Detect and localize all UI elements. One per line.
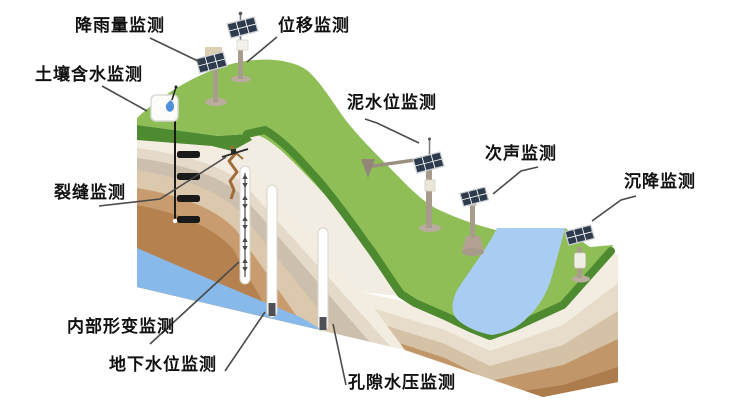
slope-cut-face xyxy=(232,132,398,296)
pore-pressure-borehole xyxy=(317,227,329,332)
mud-level-station xyxy=(361,137,445,232)
label-displacement: 位移监测 xyxy=(278,16,350,36)
label-infrasound: 次声监测 xyxy=(485,144,557,164)
leader-settlement xyxy=(591,195,637,222)
displacement-station xyxy=(226,11,259,83)
turf-edge-hill xyxy=(137,125,252,151)
label-internal-deformation: 内部形变监测 xyxy=(67,317,175,337)
leader-crack xyxy=(98,156,227,207)
rainfall-station xyxy=(195,47,228,106)
label-pore-pressure: 孔隙水压监测 xyxy=(348,373,456,393)
label-groundwater-level: 地下水位监测 xyxy=(109,355,217,375)
leader-infrasound xyxy=(492,166,539,195)
leader-soil-moisture xyxy=(101,85,148,112)
mud-sensor-icon xyxy=(361,159,375,178)
moisture-sensor-icon xyxy=(165,100,175,112)
leader-pore-pressure xyxy=(332,323,347,386)
label-soil-moisture: 土壤含水监测 xyxy=(35,65,143,85)
solar-panel-icon xyxy=(564,224,596,246)
solar-panel-icon xyxy=(412,151,445,174)
infrasound-station xyxy=(459,186,490,256)
turf-edge-slope-valley xyxy=(243,126,615,340)
crack-meter xyxy=(221,145,249,200)
leader-lines xyxy=(98,36,637,386)
soil-moisture-logger xyxy=(150,85,179,122)
label-crack: 裂缝监测 xyxy=(54,183,126,203)
label-mud-level: 泥水位监测 xyxy=(347,93,437,113)
leader-mud-level xyxy=(364,118,420,144)
label-settlement: 沉降监测 xyxy=(624,172,696,192)
river xyxy=(452,228,565,335)
leader-rainfall xyxy=(149,37,201,63)
leader-groundwater-level xyxy=(224,311,266,372)
label-rainfall: 降雨量监测 xyxy=(75,16,165,36)
water-level-borehole xyxy=(266,184,278,318)
solar-panel-icon xyxy=(459,186,490,207)
inclinometer-borehole xyxy=(239,165,251,285)
settlement-station xyxy=(564,224,596,283)
leader-internal-deformation xyxy=(149,261,240,345)
solar-panel-icon xyxy=(226,16,259,39)
antenna-icon xyxy=(171,86,177,101)
leader-displacement xyxy=(246,36,278,63)
settlement-sensor-icon xyxy=(574,252,586,269)
